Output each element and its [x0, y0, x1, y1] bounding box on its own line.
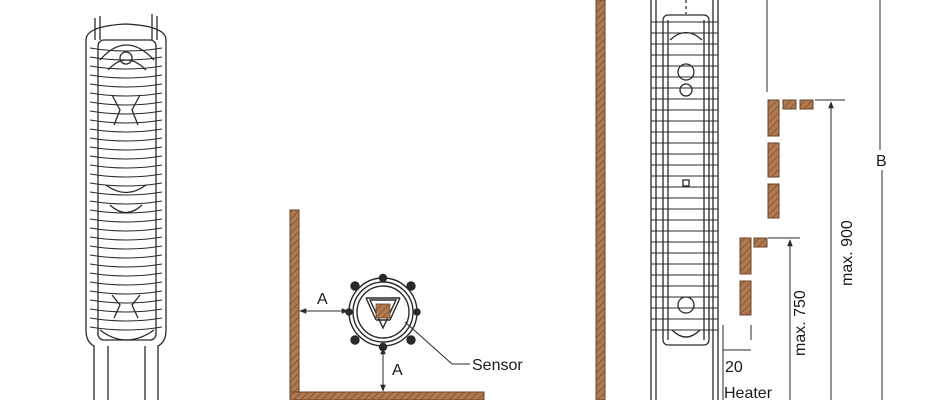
heater-top-view [345, 273, 421, 352]
dim-b-label: B [876, 153, 887, 170]
heater-label: Heater [724, 385, 773, 400]
wall-right-section [595, 0, 606, 400]
dim-a-horizontal-label: A [317, 291, 328, 308]
heater-side-view [650, 0, 719, 400]
sensor-label: Sensor [472, 357, 523, 374]
heater-front-ring-bars [89, 47, 163, 331]
sensor-leader-line [404, 321, 470, 365]
dim-gap-20-label: 20 [725, 359, 743, 376]
dim-max-900-label: max. 900 [839, 220, 856, 286]
dim-a-vertical-label: A [392, 362, 403, 379]
wall-left [289, 209, 300, 400]
wall-bottom [289, 391, 485, 400]
heater-front-view [85, 14, 167, 400]
sensor-mount-blocks [739, 99, 814, 316]
dimension-guides [722, 0, 881, 400]
dim-max-750-label: max. 750 [792, 290, 809, 356]
heater-side-ring-bars [651, 21, 718, 331]
corner-plan-view: A A Sensor [289, 209, 523, 400]
sensor-block [375, 303, 391, 319]
